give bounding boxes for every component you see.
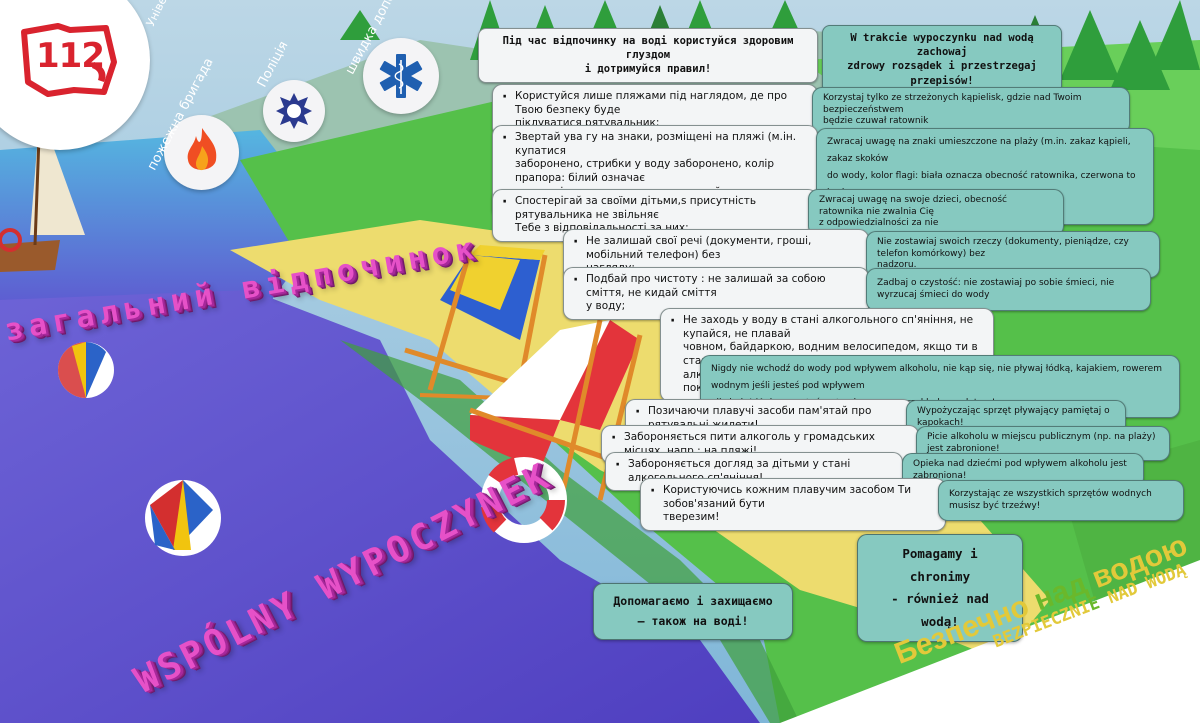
emergency-number: 112 xyxy=(36,36,105,76)
phone-icon xyxy=(21,23,117,97)
beach-ball-bottom xyxy=(145,480,221,556)
rule-pl-3: Zwracaj uwagę na swoje dzieci, obecność … xyxy=(808,189,1064,237)
star-of-life-icon xyxy=(379,54,423,98)
rule-ua-10: Користуючись кожним плавучим засобом Ти … xyxy=(640,478,946,531)
police-star-icon xyxy=(276,93,312,129)
header-pl: W trakcie wypoczynku nad wodą zachowaj z… xyxy=(822,25,1062,94)
rule-pl-10: Korzystając ze wszystkich sprzętów wodny… xyxy=(938,480,1184,522)
header-ua: Під час відпочинку на воді користуйся зд… xyxy=(478,28,818,83)
slogan-pl: Pomagamy i chronimy - również nad wodą! xyxy=(857,534,1023,642)
fire-icon xyxy=(187,128,217,171)
life-ring xyxy=(481,457,567,543)
beach-ball-left xyxy=(58,342,114,398)
deck-chair-ukraine xyxy=(404,245,561,402)
deck-chair-poland xyxy=(469,319,643,506)
emergency-112-logo: 112 xyxy=(18,22,122,98)
slogan-ua: Допомагаємо і захищаємо – також на воді! xyxy=(593,583,793,641)
rule-pl-1: Korzystaj tylko ze strzeżonych kąpielisk… xyxy=(812,87,1130,135)
rule-pl-5: Zadbaj o czystość: nie zostawiaj po sobi… xyxy=(866,268,1151,312)
